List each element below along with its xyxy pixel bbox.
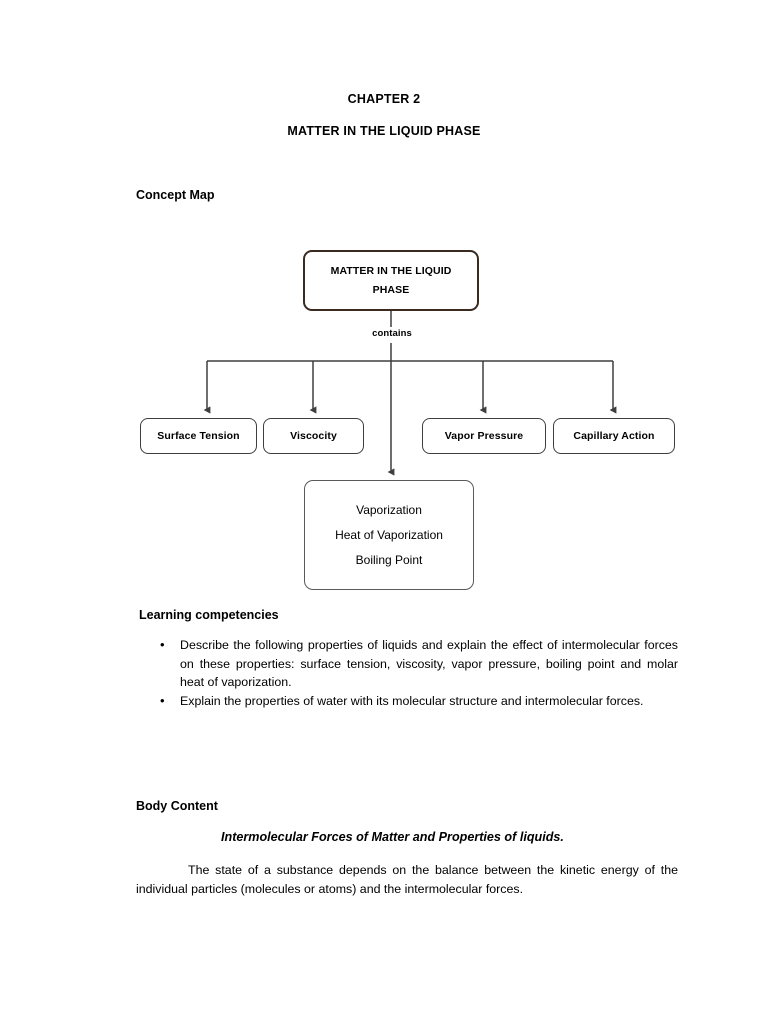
- body-content-subheading: Intermolecular Forces of Matter and Prop…: [221, 830, 564, 844]
- list-item: Describe the following properties of liq…: [136, 635, 678, 692]
- concept-node-vaporization-group: Vaporization Heat of Vaporization Boilin…: [304, 480, 474, 590]
- concept-node-surface-tension: Surface Tension: [140, 418, 257, 454]
- concept-node-vapor-pressure-label: Vapor Pressure: [444, 430, 524, 442]
- concept-node-vapor-pressure: Vapor Pressure: [422, 418, 546, 454]
- concept-map-heading: Concept Map: [136, 188, 215, 202]
- document-subject-title: MATTER IN THE LIQUID PHASE: [287, 124, 481, 138]
- concept-edge-label-contains: contains: [372, 328, 412, 339]
- concept-node-capillary-action: Capillary Action: [553, 418, 675, 454]
- concept-node-vaporization-line1: Vaporization: [356, 503, 422, 517]
- concept-node-viscocity: Viscocity: [263, 418, 364, 454]
- chapter-title: CHAPTER 2: [347, 92, 421, 106]
- concept-node-vaporization-line3: Boiling Point: [355, 553, 423, 567]
- learning-competencies-list: Describe the following properties of liq…: [136, 635, 678, 711]
- learning-competencies-heading: Learning competencies: [139, 608, 279, 622]
- concept-node-root-line2: PHASE: [372, 283, 410, 296]
- concept-node-root: MATTER IN THE LIQUID PHASE: [303, 250, 479, 311]
- concept-node-viscocity-label: Viscocity: [290, 430, 337, 442]
- concept-node-root-line1: MATTER IN THE LIQUID: [330, 265, 452, 278]
- list-item: Explain the properties of water with its…: [136, 691, 678, 711]
- concept-node-surface-tension-label: Surface Tension: [157, 430, 240, 442]
- concept-node-vaporization-line2: Heat of Vaporization: [335, 528, 443, 542]
- concept-node-capillary-action-label: Capillary Action: [573, 430, 655, 442]
- body-content-heading: Body Content: [136, 799, 218, 813]
- body-content-paragraph: The state of a substance depends on the …: [136, 863, 678, 896]
